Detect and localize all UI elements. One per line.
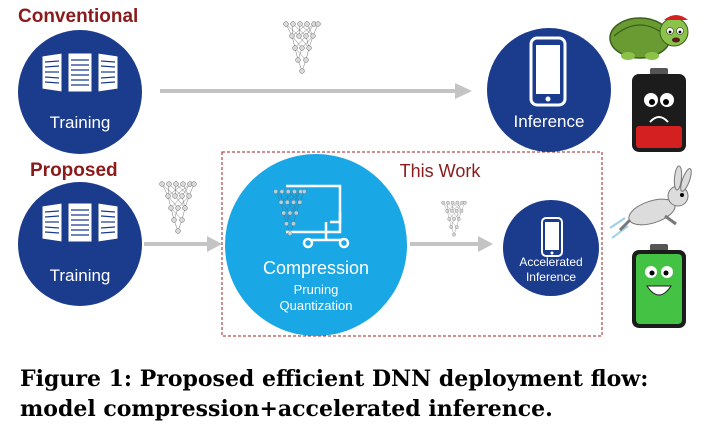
figure-caption: Figure 1: Proposed efficient DNN deploym… [20, 364, 700, 424]
turtle-icon [609, 15, 689, 60]
this-work-title: This Work [400, 161, 482, 181]
neural-network-icon [283, 21, 321, 74]
conventional-inference-label: Inference [514, 112, 585, 131]
server-icon [41, 202, 119, 243]
pruning-label: Pruning [294, 282, 339, 297]
quantization-label: Quantization [280, 298, 353, 313]
compression-node: Compression Pruning Quantization [225, 154, 407, 336]
accelerated-inference-node: Accelerated Inference [503, 200, 599, 296]
compression-arrow [410, 236, 493, 252]
deployment-flow-diagram: Conventional Training Inference [18, 6, 692, 337]
proposed-label: Proposed [30, 160, 118, 181]
proposed-training-label: Training [50, 266, 111, 285]
caption-line-2: model compression+accelerated inference. [20, 396, 553, 422]
server-icon [41, 52, 119, 93]
compression-label: Compression [263, 258, 369, 278]
this-work-box [221, 151, 603, 337]
accelerated-label-line2: Inference [526, 270, 576, 284]
conventional-training-node: Training [18, 30, 142, 154]
conventional-label: Conventional [18, 6, 138, 27]
neural-network-icon [441, 200, 467, 237]
proposed-training-node: Training [18, 182, 142, 306]
battery-icon [632, 68, 686, 152]
phone-icon [529, 36, 567, 107]
proposed-training-arrow [144, 236, 222, 252]
battery-icon [632, 244, 686, 328]
accelerated-label-line1: Accelerated [519, 255, 582, 269]
conventional-training-label: Training [50, 113, 111, 132]
conventional-inference-node: Inference [487, 28, 611, 152]
caption-line-1: Figure 1: Proposed efficient DNN deploym… [20, 366, 649, 392]
rabbit-icon [609, 165, 692, 239]
phone-icon [541, 217, 563, 257]
conventional-arrow [160, 83, 472, 99]
neural-network-icon [159, 181, 197, 234]
clamp-icon [286, 184, 350, 249]
